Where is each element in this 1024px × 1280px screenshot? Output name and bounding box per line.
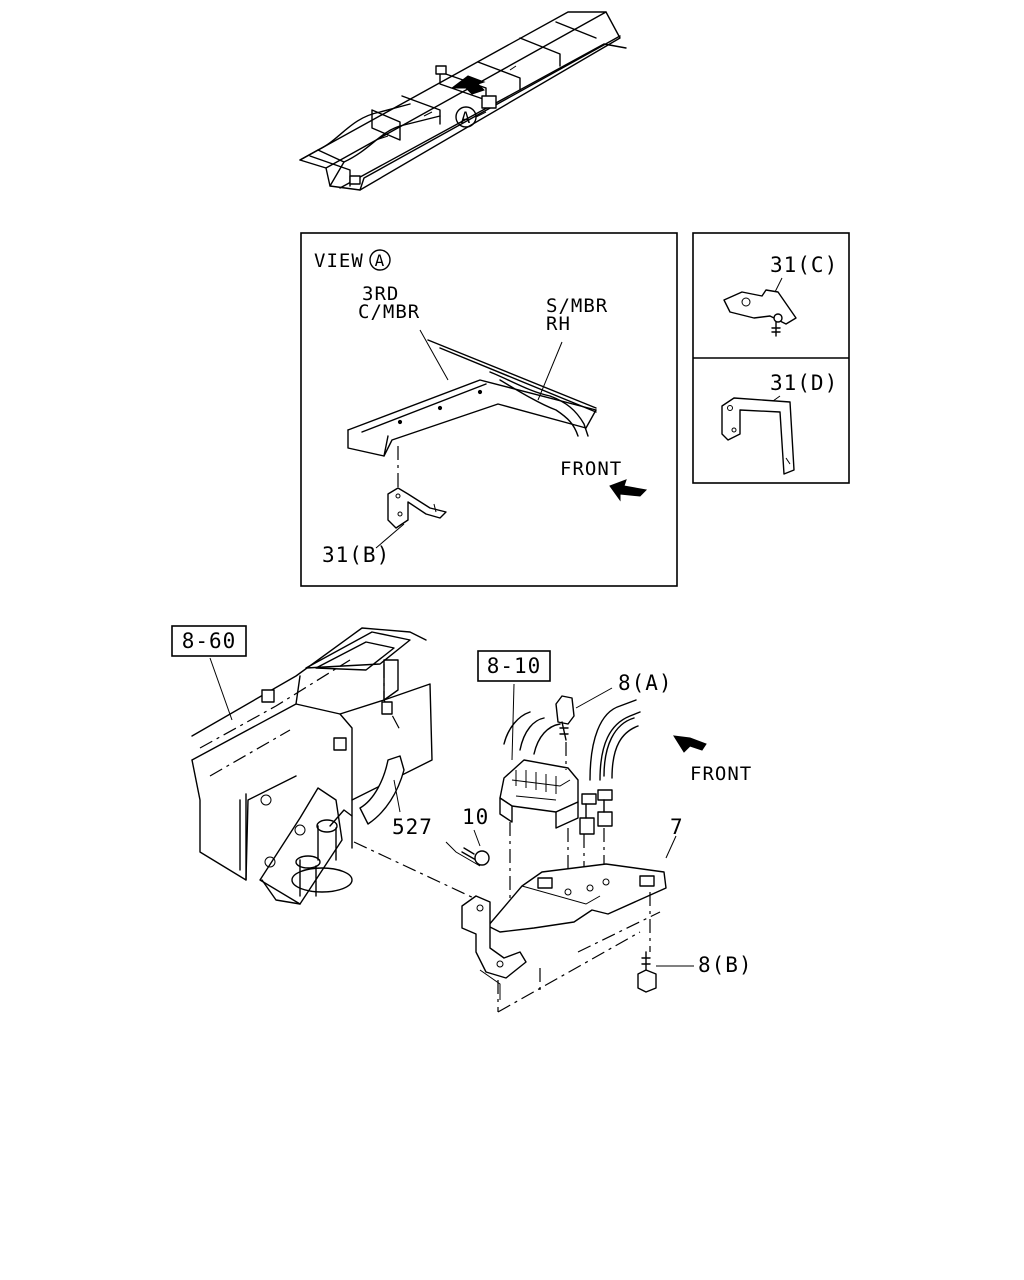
part-31b-label: 31(B) bbox=[322, 543, 390, 567]
label-c-mbr: C/MBR bbox=[358, 301, 420, 323]
view-title: VIEW bbox=[314, 250, 364, 272]
part-7-label: 7 bbox=[670, 815, 684, 839]
side-panel-brackets: 31(C) 31(D) bbox=[692, 232, 850, 484]
label-3rd: 3RD bbox=[362, 283, 399, 305]
label-s-mbr: S/MBR bbox=[546, 295, 608, 317]
part-10-label: 10 bbox=[462, 805, 489, 829]
view-front-label: FRONT bbox=[560, 458, 622, 480]
part-8b-label: 8(B) bbox=[698, 953, 753, 977]
chassis-frame-illustration: A bbox=[299, 11, 627, 191]
view-a-panel: VIEW A 3RD C/MBR S/MBR RH 31(B) bbox=[300, 232, 678, 587]
assembly-illustration: 8-60 8-10 527 bbox=[171, 625, 753, 1013]
view-title-marker: A bbox=[375, 251, 386, 270]
assembly-front-label: FRONT bbox=[690, 763, 752, 785]
part-527-label: 527 bbox=[392, 815, 433, 839]
ref-8-10: 8-10 bbox=[487, 654, 542, 678]
frame-view-marker: A bbox=[461, 108, 472, 127]
part-8a-label: 8(A) bbox=[618, 671, 673, 695]
label-rh: RH bbox=[546, 313, 571, 335]
part-31d-label: 31(D) bbox=[770, 371, 838, 395]
part-31c-label: 31(C) bbox=[770, 253, 838, 277]
ref-8-60: 8-60 bbox=[182, 629, 237, 653]
